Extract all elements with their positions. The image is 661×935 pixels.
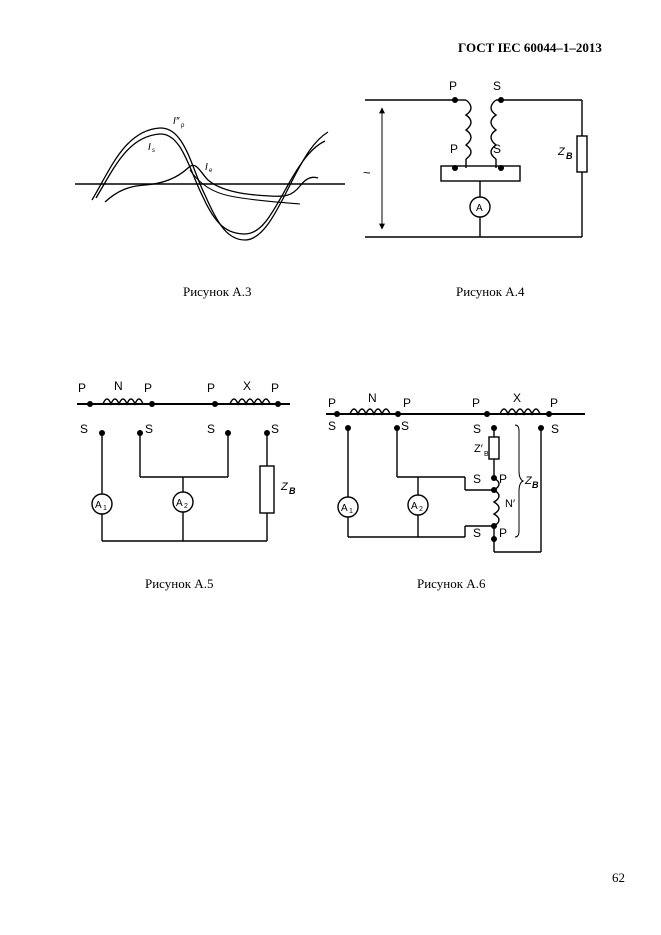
caption-figure-a3: Рисунок А.3: [183, 284, 252, 299]
label-a5-n: N: [114, 379, 123, 393]
label-a6-z: Z: [524, 475, 533, 487]
label-a5-a2-sub: 2: [184, 503, 188, 510]
label-a6-p6: P: [499, 526, 507, 540]
label-a6-a2: A: [411, 501, 418, 512]
secondary-coil: [490, 99, 498, 160]
label-a5-a2: A: [176, 498, 183, 509]
label-a6-a1-sub: 1: [349, 508, 353, 515]
label-a6-s2: S: [401, 419, 409, 433]
label-a4-z-sub: B: [566, 151, 573, 161]
label-a4-source: ~: [363, 165, 371, 180]
label-a6-zprime: Z′: [474, 443, 483, 455]
label-is-sub: s: [152, 148, 155, 154]
coil-x: [499, 408, 541, 416]
label-a5-p3: P: [207, 381, 215, 395]
waveform-is: [104, 164, 319, 203]
burden-zb-prime: [488, 436, 500, 460]
label-a5-p1: P: [78, 381, 86, 395]
coil-n: [349, 408, 391, 416]
figure-a5-circuit: [77, 398, 290, 542]
figure-a6-circuit: [326, 408, 585, 553]
burden-zb: [576, 135, 588, 173]
brace-zb: [514, 424, 525, 538]
label-a6-p1: P: [328, 396, 336, 410]
label-ie-sub: e: [209, 168, 213, 174]
label-a6-p3: P: [472, 396, 480, 410]
figure-a4-dots: [452, 97, 504, 171]
label-a6-s3: S: [473, 422, 481, 436]
label-a6-p4: P: [550, 396, 558, 410]
label-a4-z: Z: [557, 146, 566, 158]
label-a5-p2: P: [144, 381, 152, 395]
label-a6-a2-sub: 2: [419, 506, 423, 513]
label-a5-x: X: [243, 379, 251, 393]
document-header: ГОСТ IEC 60044–1–2013: [458, 40, 602, 55]
figure-a6-dots: [334, 411, 552, 542]
page-number: 62: [612, 870, 625, 885]
label-a4-s-top: S: [493, 79, 501, 93]
caption-figure-a4: Рисунок А.4: [456, 284, 525, 299]
waveform-ip-outer: [91, 127, 329, 241]
label-a5-a1-sub: 1: [103, 505, 107, 512]
label-a6-n: N: [368, 391, 377, 405]
label-a5-a1: A: [95, 500, 102, 511]
label-a6-s5: S: [473, 472, 481, 486]
primary-coil: [464, 99, 472, 160]
coil-n: [102, 398, 144, 406]
label-ie: I: [205, 162, 208, 173]
label-a5-s2: S: [145, 422, 153, 436]
caption-figure-a6: Рисунок А.6: [417, 576, 486, 591]
label-is: I: [148, 142, 151, 153]
label-a5-s3: S: [207, 422, 215, 436]
coil-n-prime: [492, 477, 500, 527]
label-a6-z-sub: B: [532, 480, 539, 490]
waveform-ip-inner: [95, 133, 326, 235]
label-a4-p-bot: P: [450, 142, 458, 156]
label-a6-s6: S: [473, 526, 481, 540]
figure-a4-circuit: [365, 99, 588, 238]
label-a6-s4: S: [551, 422, 559, 436]
label-a5-z: Z: [280, 481, 289, 493]
label-a5-z-sub: B: [289, 486, 296, 496]
label-a6-a1: A: [341, 503, 348, 514]
caption-figure-a5: Рисунок А.5: [145, 576, 214, 591]
label-a6-x: X: [513, 391, 521, 405]
figure-a5-dots: [87, 401, 281, 436]
label-a4-ammeter: A: [476, 203, 483, 214]
label-a6-nprime: N′: [505, 498, 515, 510]
coil-x: [229, 398, 271, 406]
label-a6-p2: P: [403, 396, 411, 410]
label-a5-s4: S: [271, 422, 279, 436]
label-a6-p5: P: [499, 472, 507, 486]
label-a6-zprime-sub: B: [484, 451, 489, 458]
label-a6-s1: S: [328, 419, 336, 433]
burden-zb: [259, 465, 275, 514]
label-ip: I″: [173, 116, 180, 127]
label-a4-s-bot: S: [493, 142, 501, 156]
figure-a3-waveforms: I″ p I s I e: [75, 116, 345, 241]
label-a5-s1: S: [80, 422, 88, 436]
label-a5-p4: P: [271, 381, 279, 395]
label-a4-p-top: P: [449, 79, 457, 93]
waveform-ie: [189, 169, 301, 205]
label-ip-sub: p: [180, 123, 185, 129]
